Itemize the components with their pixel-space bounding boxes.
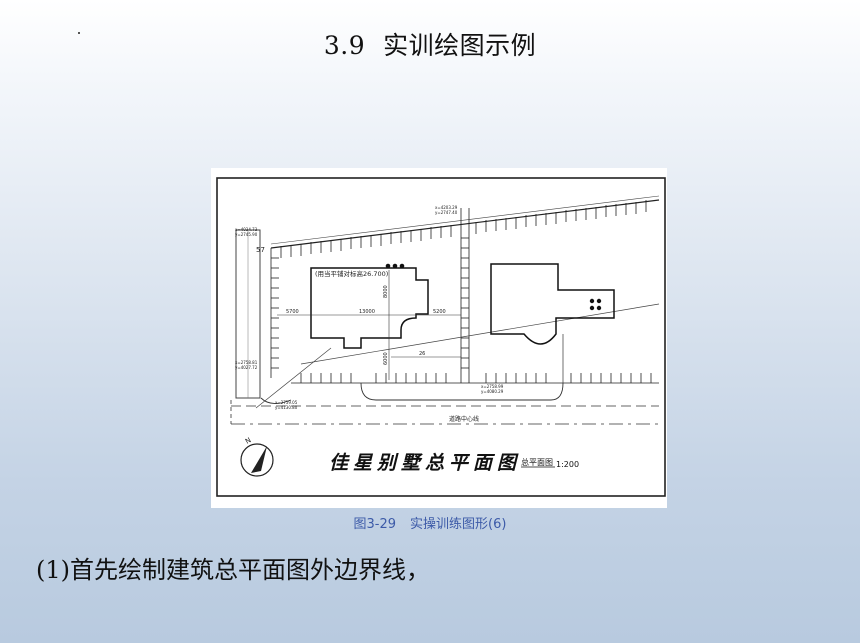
- caption-text: 实操训练图形(6): [410, 517, 507, 532]
- elevation-note: (用当平铺对标高26.700): [315, 269, 388, 278]
- coord-3a: x=2758.81: [235, 360, 258, 365]
- villa-building-outline: [310, 267, 429, 349]
- slide-title: 3.9 实训绘图示例: [0, 26, 860, 62]
- slope-line-2: [300, 303, 660, 365]
- top-boundary-inner: [270, 195, 660, 245]
- north-mark: N: [244, 436, 253, 446]
- caption-number: 图3-29: [353, 517, 397, 532]
- slope-line-1: [255, 347, 332, 409]
- step-text: (1)首先绘制建筑总平面图外边界线，: [36, 556, 430, 584]
- coord-3b: y=4027.72: [235, 365, 258, 370]
- dim-8000: 8000: [383, 285, 389, 298]
- bottom-ticks: [291, 373, 659, 384]
- road-centerline-label: 道路中心线: [449, 415, 479, 423]
- site-plan-figure: 57 5700 13000 5200 8000 6000 26 (用当平铺对标高…: [211, 168, 667, 508]
- title-number: 3.9: [323, 31, 366, 60]
- coord-1a: x=4034.73: [235, 227, 258, 232]
- left-ticks: [270, 248, 279, 378]
- dim-13000: 13000: [359, 309, 375, 315]
- stray-dot: [78, 32, 80, 34]
- driveway-curve: [360, 382, 564, 401]
- coord-4a: x=2759.05: [275, 400, 298, 405]
- dim-5700: 5700: [286, 309, 299, 315]
- title-text: 实训绘图示例: [383, 31, 537, 60]
- dim-5200: 5200: [433, 309, 446, 315]
- villa-floor-dots: [385, 263, 405, 269]
- top-boundary-ticks: [280, 200, 647, 258]
- plan-title: 佳星别墅总平面图: [329, 452, 521, 474]
- middle-divider: [460, 208, 470, 383]
- drawing-frame: [216, 177, 666, 497]
- plan-label: 总平面图: [521, 457, 553, 467]
- coord-5b: y=4080.29: [481, 389, 504, 394]
- site-plan-drawing: 57 5700 13000 5200 8000 6000 26 (用当平铺对标高…: [216, 177, 666, 497]
- figure-caption: 图3-29 实操训练图形(6): [0, 513, 860, 532]
- corner-curve: [260, 397, 292, 404]
- north-arrow: N: [240, 436, 274, 477]
- coord-5a: x=2758.99: [481, 384, 504, 389]
- plan-scale: 1:200: [556, 460, 579, 469]
- dim-6000: 6000: [383, 352, 389, 365]
- neighbor-building-outline: [490, 263, 615, 345]
- dim-26: 26: [419, 351, 425, 357]
- coord-4b: y=4130.80: [275, 405, 298, 410]
- coord-2a: x=4203.29: [435, 205, 458, 210]
- neighbor-floor-dots: [589, 298, 602, 311]
- coord-2b: y=2747.40: [435, 210, 458, 215]
- coord-1b: y=2745.90: [235, 232, 258, 237]
- dim-57: 57: [256, 246, 265, 254]
- top-boundary-line: [270, 199, 660, 249]
